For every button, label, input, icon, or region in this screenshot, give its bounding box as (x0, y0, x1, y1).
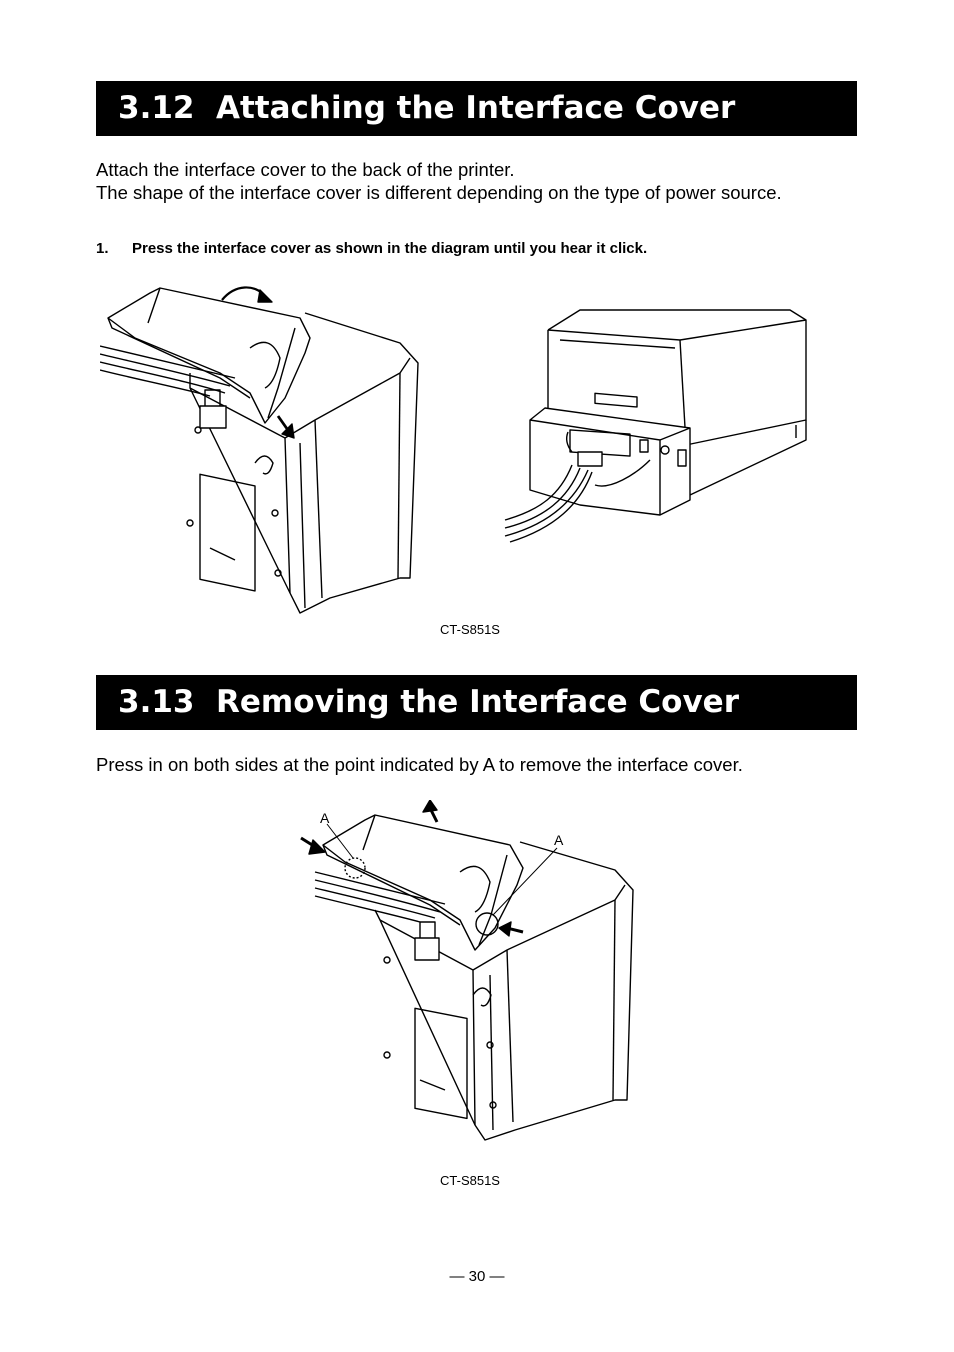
intro-remove: Press in on both sides at the point indi… (96, 754, 743, 775)
section-number: 3.12 (118, 90, 195, 126)
figure-caption-1: CT-S851S (440, 622, 500, 637)
figure-printer-rear (500, 300, 820, 550)
section-header-3-13: 3.13 Removing the Interface Cover (96, 675, 857, 730)
figure-remove-cover (295, 800, 640, 1145)
section-number: 3.13 (118, 684, 195, 720)
section-title: Attaching the Interface Cover (216, 90, 736, 126)
section-title: Removing the Interface Cover (216, 684, 739, 720)
section-header-3-12: 3.12 Attaching the Interface Cover (96, 81, 857, 136)
step-text: Press the interface cover as shown in th… (132, 240, 648, 257)
intro-line-2: The shape of the interface cover is diff… (96, 182, 782, 203)
step-1: 1. Press the interface cover as shown in … (96, 240, 647, 257)
intro-line-1: Attach the interface cover to the back o… (96, 159, 515, 180)
page-number: — 30 — (449, 1268, 505, 1285)
step-number: 1. (96, 240, 109, 257)
figure-caption-2: CT-S851S (440, 1173, 500, 1188)
label-a-left: A (320, 810, 330, 826)
label-a-right: A (554, 832, 564, 848)
figure-attach-closeup (100, 278, 420, 618)
